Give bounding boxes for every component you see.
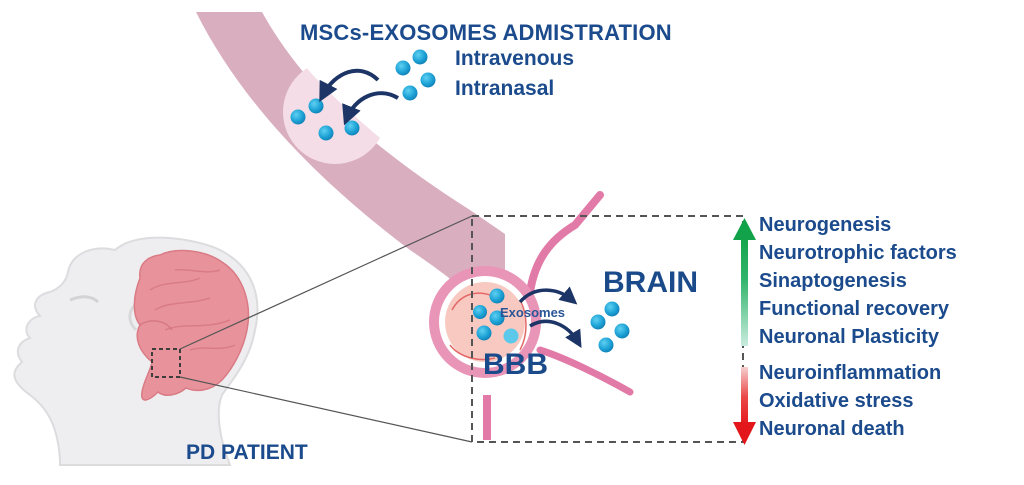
brain-illustration <box>133 249 250 401</box>
effect-decreased: Neuroinflammation <box>759 362 942 384</box>
decrease-arrow-icon <box>733 367 756 445</box>
exosome <box>598 337 614 353</box>
exosome <box>489 288 505 304</box>
exosome <box>308 98 324 114</box>
crossing-arrow-icon <box>518 286 578 305</box>
effect-increased: Neuronal Plasticity <box>759 326 940 348</box>
exosome <box>476 325 492 341</box>
exosome <box>590 314 606 330</box>
effect-increased: Functional recovery <box>759 298 950 320</box>
zoom-connector-line <box>179 215 473 350</box>
exosome <box>402 85 418 101</box>
exosomes-label: Exosomes <box>500 305 566 320</box>
effects-divider <box>759 351 957 359</box>
exosome <box>290 109 306 125</box>
patient-label: PD PATIENT <box>186 441 308 464</box>
exosome <box>318 125 334 141</box>
effect-increased: Sinaptogenesis <box>759 270 907 292</box>
bbb-label: BBB <box>483 348 548 381</box>
exosome <box>489 310 505 326</box>
exosome-group-administered <box>395 49 436 101</box>
exosome <box>604 301 620 317</box>
effects-list: Neurogenesis Neurotrophic factors Sinapt… <box>759 211 957 443</box>
crossing-arrow-icon <box>529 319 582 349</box>
exosome <box>503 328 519 344</box>
capillary-illustration <box>429 191 634 440</box>
brain-label: BRAIN <box>603 266 698 299</box>
brain-region-marker <box>151 348 181 378</box>
route-intravenous: Intravenous <box>455 47 575 70</box>
increase-arrow-icon <box>733 218 756 346</box>
exosome <box>614 323 630 339</box>
effect-decreased: Oxidative stress <box>759 390 914 412</box>
administration-title: MSCs-EXOSOMES ADMISTRATION <box>300 20 672 45</box>
exosome <box>344 120 360 136</box>
effect-increased: Neurotrophic factors <box>759 242 957 264</box>
exosome-group-brain <box>590 301 630 353</box>
route-intranasal: Intranasal <box>455 77 555 100</box>
exosome <box>395 60 411 76</box>
effect-decreased: Neuronal death <box>759 418 905 440</box>
exosome <box>473 305 487 319</box>
zoom-connector-line <box>179 376 473 443</box>
exosome <box>420 72 436 88</box>
exosome-group-vessel <box>473 288 519 344</box>
exosome <box>412 49 428 65</box>
administration-arrow-icon <box>319 68 380 103</box>
administration-arrow-icon <box>342 91 400 126</box>
effect-increased: Neurogenesis <box>759 214 892 236</box>
